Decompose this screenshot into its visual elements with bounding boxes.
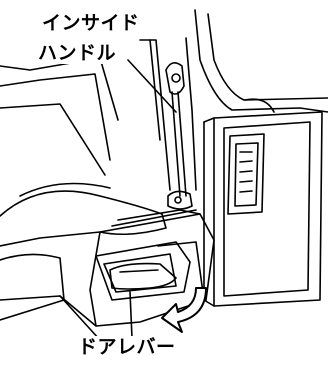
door-lever-leader bbox=[129, 291, 133, 339]
door-lever bbox=[109, 262, 177, 290]
vent-pocket bbox=[227, 133, 265, 215]
inside-handle-leader bbox=[127, 59, 177, 113]
lever-pocket bbox=[95, 241, 191, 301]
seat-armrest bbox=[0, 182, 167, 321]
door-lever-label: ドアレバー bbox=[76, 336, 178, 358]
inside-handle-label-line1: インサイド bbox=[40, 12, 142, 34]
pull-arrow-icon bbox=[161, 287, 207, 333]
inside-handle-label-line2: ハンドル bbox=[36, 42, 119, 64]
inside-handle bbox=[165, 62, 193, 210]
cabin-pillar-outlines bbox=[0, 9, 328, 191]
door-panel bbox=[203, 111, 323, 307]
